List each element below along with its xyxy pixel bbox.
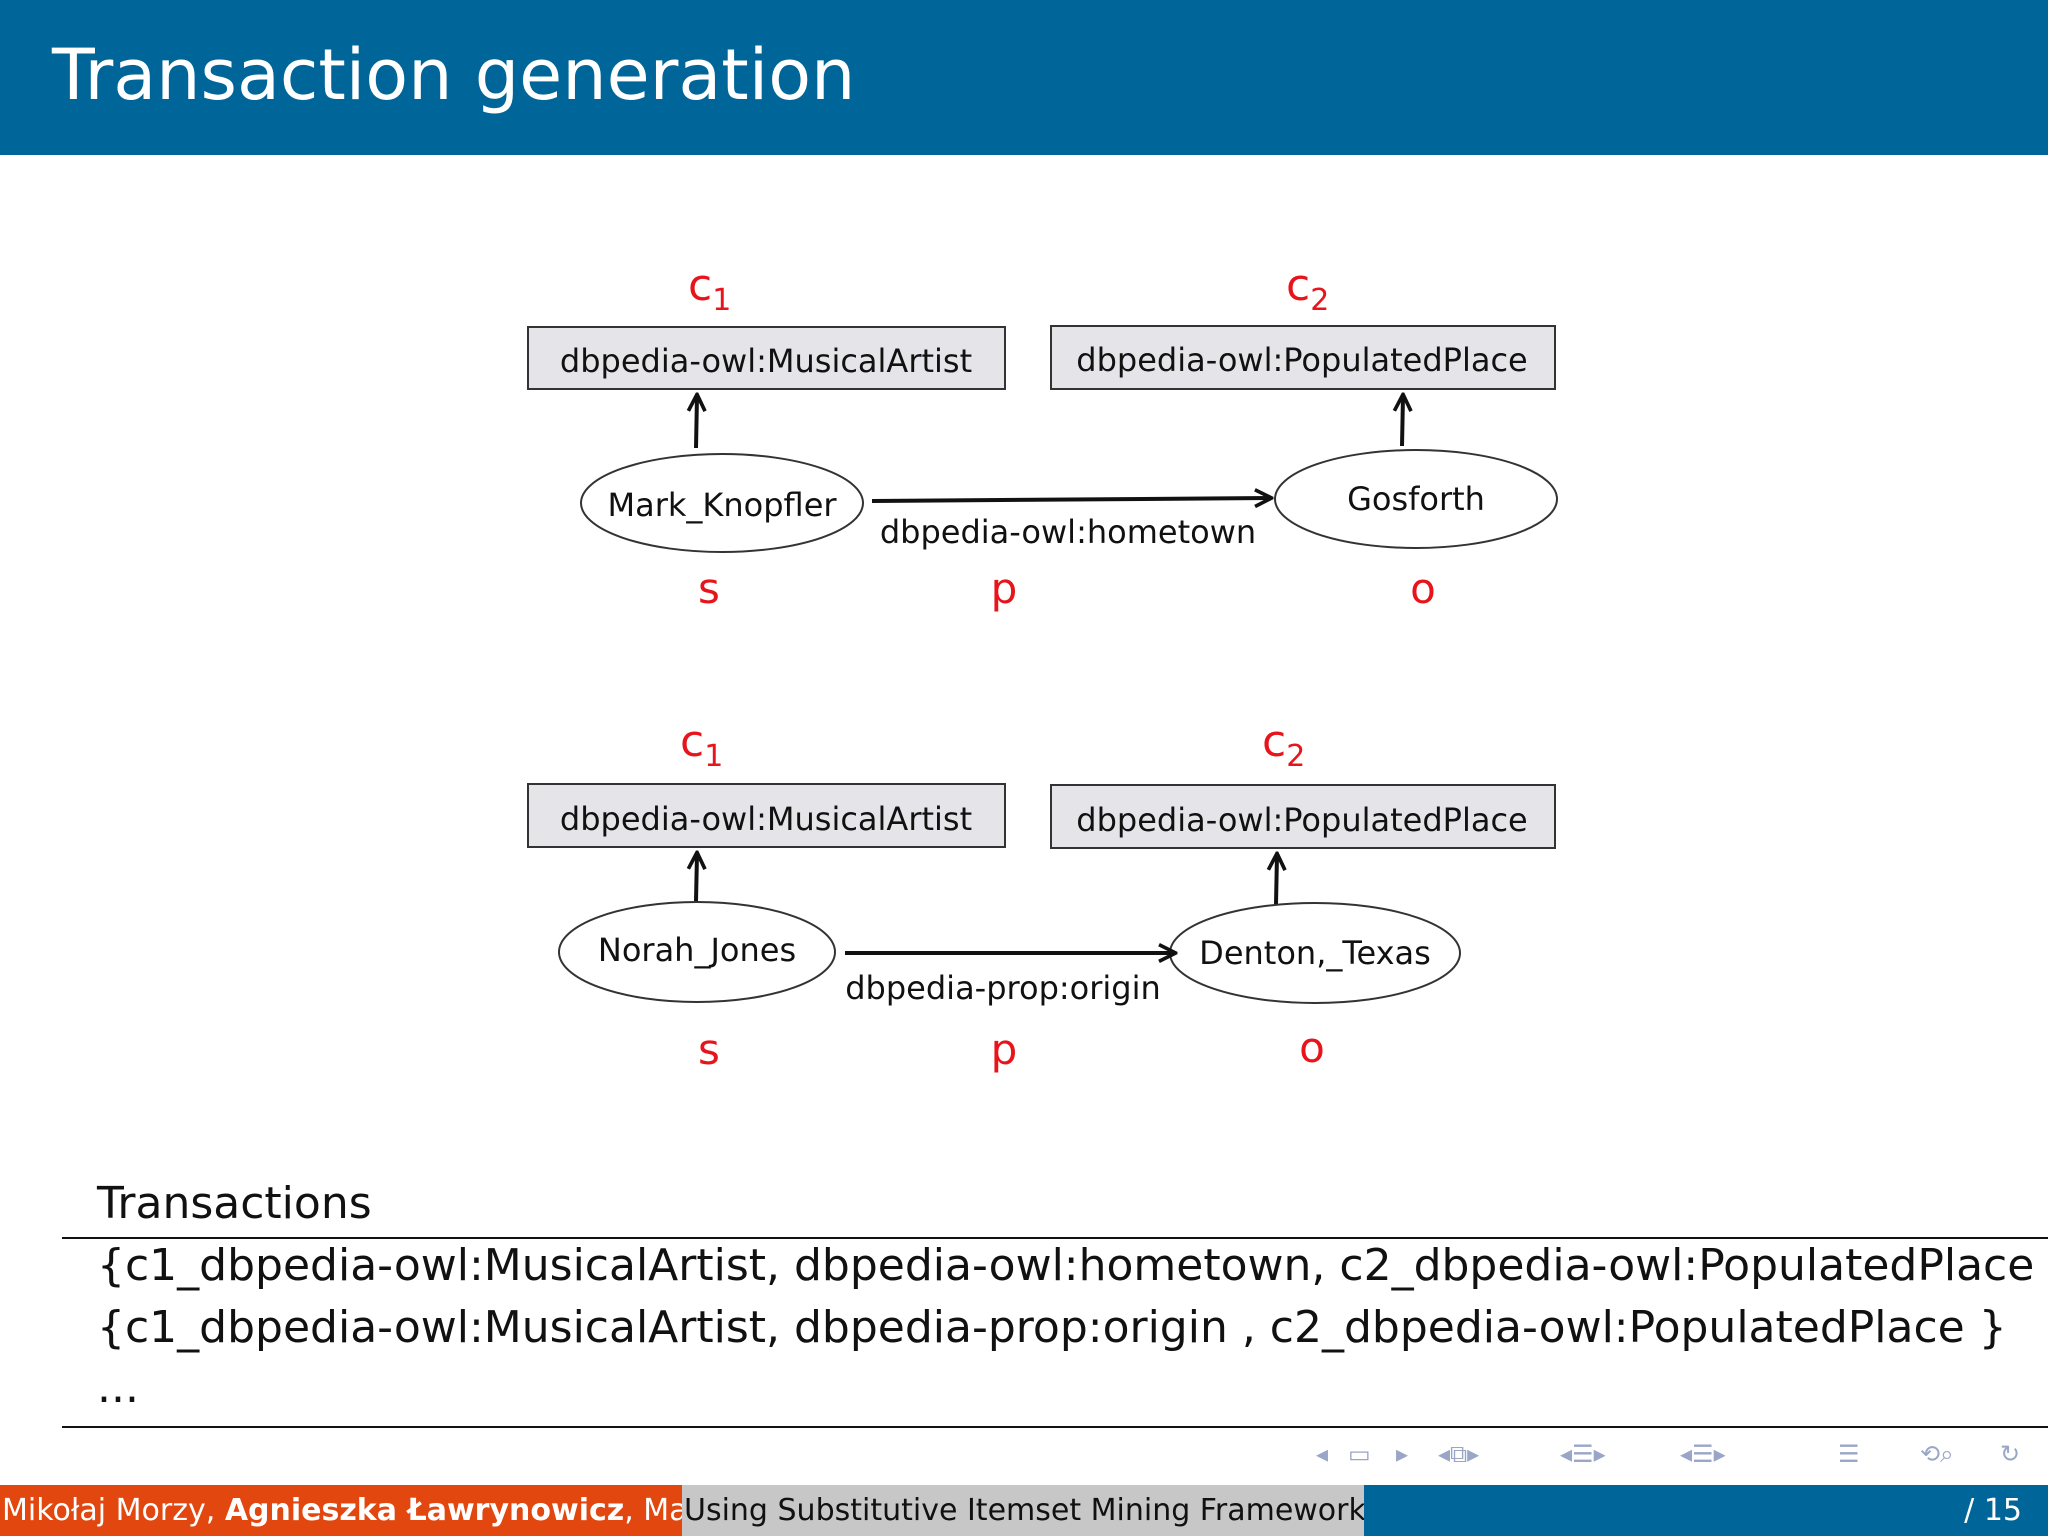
frame-icon[interactable]: ▭ <box>1348 1440 1371 1468</box>
search-icon[interactable]: ⟲⌕ <box>1920 1440 1954 1468</box>
arrow-right-icon[interactable]: ▸ <box>1396 1440 1409 1468</box>
class-right-label: c2 <box>1286 260 1329 318</box>
align-icon[interactable]: ☰ <box>1838 1440 1860 1468</box>
type-arrow-object <box>1402 396 1403 447</box>
transaction-ellipsis: ... <box>97 1362 139 1413</box>
diagram-2: c1 c2 dbpedia-owl:MusicalArtist dbpedia-… <box>527 716 1556 1074</box>
type-arrow-object <box>1276 855 1277 905</box>
table-rule-top <box>62 1237 2048 1239</box>
object-node-label: Denton,_Texas <box>1199 934 1431 972</box>
class-left-label: c1 <box>680 716 723 774</box>
transaction-row: {c1_dbpedia-owl:MusicalArtist, dbpedia-o… <box>97 1240 2048 1291</box>
subject-node-label: Mark_Knopfler <box>607 486 837 524</box>
arrow-left-icon[interactable]: ◂ <box>1316 1440 1329 1468</box>
transaction-row: {c1_dbpedia-owl:MusicalArtist, dbpedia-p… <box>97 1302 2007 1353</box>
role-subject: s <box>698 1025 720 1074</box>
predicate-label: dbpedia-owl:hometown <box>880 513 1256 551</box>
type-arrow-subject <box>696 854 697 902</box>
class-left-label: c1 <box>688 260 731 318</box>
class-box-musical-artist <box>527 783 1006 848</box>
class-box-populated-place <box>1050 784 1556 849</box>
object-node-label: Gosforth <box>1347 480 1485 518</box>
subject-node <box>558 901 836 1003</box>
class-box-label: dbpedia-owl:MusicalArtist <box>560 800 972 838</box>
role-object: o <box>1299 1023 1325 1072</box>
type-arrow-subject <box>696 396 697 449</box>
class-box-musical-artist <box>527 326 1006 390</box>
diagram-1: c1 c2 dbpedia-owl:MusicalArtist dbpedia-… <box>527 260 1558 613</box>
refresh-icon[interactable]: ↻ <box>2000 1440 2021 1468</box>
slide-header: Transaction generation <box>0 0 2048 155</box>
beamer-navigation: ◂ ▭ ▸ ◂⧉▸ ◂☰▸ ◂☰▸ ☰ ⟲⌕ ↻ <box>1310 1440 2040 1474</box>
class-box-label: dbpedia-owl:PopulatedPlace <box>1076 341 1527 379</box>
subject-node-label: Norah_Jones <box>598 931 796 969</box>
page-number: / 15 <box>1964 1493 2022 1528</box>
footer-talk-title: Using Substitutive Itemset Mining Framew… <box>682 1485 1366 1536</box>
role-predicate: p <box>991 1025 1018 1074</box>
role-object: o <box>1410 564 1436 613</box>
predicate-arrow <box>871 498 1270 501</box>
object-node <box>1274 449 1558 549</box>
class-box-label: dbpedia-owl:PopulatedPlace <box>1076 801 1527 839</box>
role-subject: s <box>698 564 720 613</box>
role-predicate: p <box>991 564 1018 613</box>
section-icon[interactable]: ◂☰▸ <box>1680 1440 1726 1468</box>
subsection-icon[interactable]: ◂⧉▸ <box>1438 1440 1480 1468</box>
predicate-label: dbpedia-prop:origin <box>845 969 1161 1007</box>
transactions-heading: Transactions <box>97 1178 372 1229</box>
table-rule-bottom <box>62 1426 2048 1428</box>
footer-authors: Mikołaj Morzy, Agnieszka Ławrynowicz, Ma… <box>0 1485 684 1536</box>
slide-title: Transaction generation <box>52 34 856 116</box>
class-box-populated-place <box>1050 325 1556 390</box>
section-icon[interactable]: ◂☰▸ <box>1560 1440 1606 1468</box>
class-box-label: dbpedia-owl:MusicalArtist <box>560 342 972 380</box>
footer-page: / 15 <box>1364 1485 2048 1536</box>
subject-node <box>580 453 864 553</box>
class-right-label: c2 <box>1262 716 1305 774</box>
slide-footer: Mikołaj Morzy, Agnieszka Ławrynowicz, Ma… <box>0 1485 2048 1536</box>
